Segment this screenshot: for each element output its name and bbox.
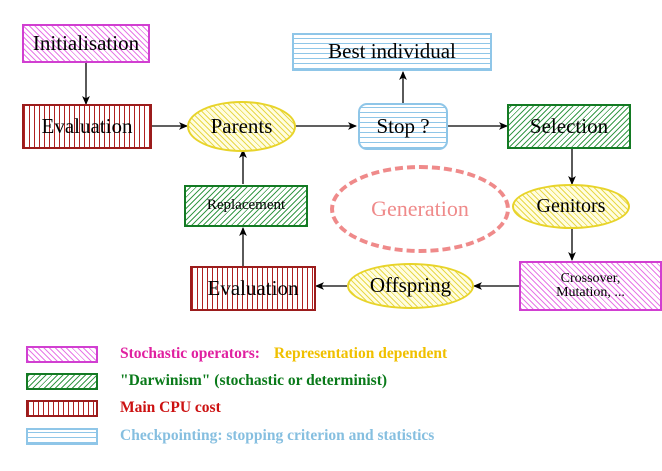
legend-row-cpu: Main CPU cost [0,394,662,422]
legend-swatch-green [26,372,98,390]
node-initialisation-label: Initialisation [32,30,140,55]
legend-row-checkpointing: Checkpointing: stopping criterion and st… [0,422,662,450]
legend-label-checkpointing: Checkpointing: stopping criterion and st… [120,427,435,444]
node-evaluation-top[interactable]: Evaluation [22,104,152,149]
node-generation-label: Generation [371,195,469,221]
node-genitors[interactable]: Genitors [512,184,630,229]
legend: Stochastic operators: Representation depe… [0,332,662,471]
legend-text-stochastic: Stochastic operators: Representation depe… [120,345,447,363]
legend-row-stochastic: Stochastic operators: Representation depe… [0,340,662,368]
node-initialisation[interactable]: Initialisation [22,24,150,63]
legend-row-darwinism: "Darwinism" (stochastic or determinist) [0,367,662,395]
node-parents-label: Parents [210,113,273,138]
node-parents[interactable]: Parents [187,101,296,152]
legend-swatch-red [26,399,98,417]
node-selection-label: Selection [529,113,609,138]
node-evaluation-bottom-label: Evaluation [207,275,299,300]
node-replacement-label: Replacement [206,197,286,214]
node-evaluation-top-label: Evaluation [41,113,133,138]
node-replacement[interactable]: Replacement [184,185,308,227]
node-stop-label: Stop ? [376,113,430,138]
node-selection[interactable]: Selection [507,104,631,149]
node-best-individual-label: Best individual [328,39,456,64]
node-crossover-label-line1: Crossover, [560,270,621,286]
node-evaluation-bottom[interactable]: Evaluation [190,266,316,311]
node-crossover-label-line2: Mutation, ... [556,285,625,300]
node-best-individual[interactable]: Best individual [292,33,492,71]
legend-label-cpu: Main CPU cost [120,399,221,416]
legend-swatch-magenta [26,345,98,363]
node-offspring-label: Offspring [369,273,452,298]
node-genitors-label: Genitors [536,195,606,218]
node-generation-group: Generation [330,165,510,253]
legend-label-representation: Representation dependent [273,345,448,362]
legend-label-stochastic: Stochastic operators: [120,345,260,362]
node-stop[interactable]: Stop ? [358,103,448,150]
legend-swatch-blue [26,427,98,445]
legend-label-darwinism: "Darwinism" (stochastic or determinist) [120,372,388,389]
node-offspring[interactable]: Offspring [347,263,474,309]
node-crossover-mutation[interactable]: Crossover, Mutation, ... [519,261,662,311]
